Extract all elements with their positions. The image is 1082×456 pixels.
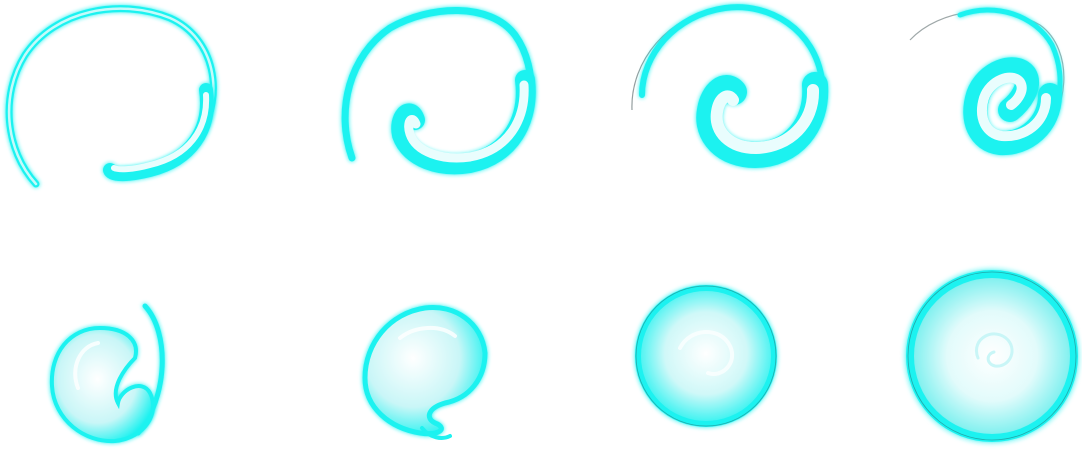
frame-8 xyxy=(900,228,1082,456)
orb-forming-icon xyxy=(635,285,777,427)
swirl-blob-icon xyxy=(362,304,488,440)
swirl-drop-icon xyxy=(49,303,165,444)
frame-5 xyxy=(0,228,270,456)
swirl-hook-icon xyxy=(341,7,536,175)
frame-1 xyxy=(0,0,270,228)
frame-2 xyxy=(330,0,600,228)
frame-6 xyxy=(330,228,600,456)
orb-full-icon xyxy=(906,270,1078,442)
frame-4 xyxy=(900,0,1082,228)
frame-7 xyxy=(630,228,900,456)
swirl-curl-icon xyxy=(631,4,829,169)
frame-3 xyxy=(630,0,900,228)
swirl-tight-icon xyxy=(909,7,1065,156)
swirl-wide-icon xyxy=(5,5,217,188)
